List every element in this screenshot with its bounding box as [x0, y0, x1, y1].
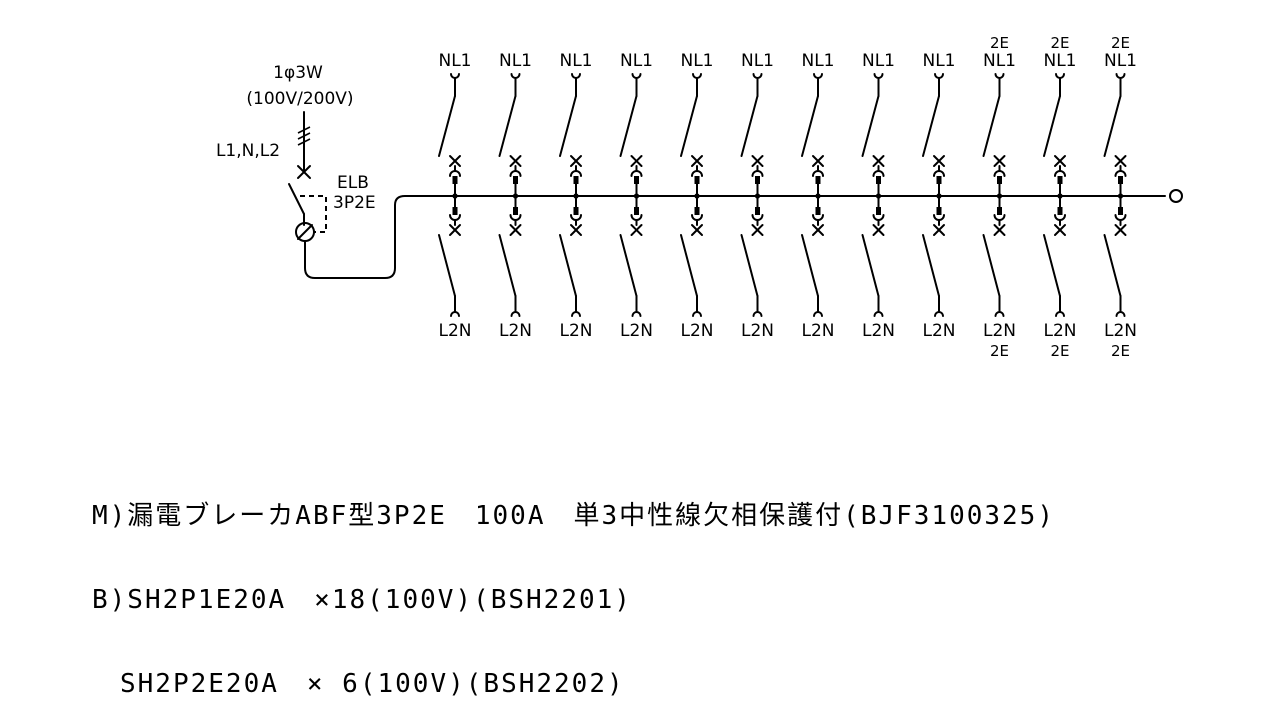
notes-block: M)漏電ブレーカABF型3P2E 100A 単3中性線欠相保護付(BJF3100…: [92, 446, 1055, 726]
branch-circuits: NL1L2NNL1L2NNL1L2NNL1L2NNL1L2NNL1L2NNL1L…: [438, 34, 1137, 360]
branch-top-label: NL1: [620, 51, 653, 71]
branch-upper-breaker: [1043, 73, 1066, 197]
branch-lower-breaker: [922, 195, 945, 317]
branch-top-label: NL1: [801, 51, 834, 71]
branch-lower-breaker: [801, 195, 824, 317]
branch-bottom-label: L2N: [438, 321, 471, 341]
branch-earth-bottom-label: 2E: [1050, 342, 1069, 360]
branch-bottom-label: L2N: [620, 321, 653, 341]
supply-voltage-label: (100V/200V): [246, 89, 353, 109]
branch-top-label: NL1: [922, 51, 955, 71]
branch-lower-breaker: [861, 195, 885, 317]
branch-lower-breaker: [1043, 195, 1066, 317]
branch-lower-breaker: [982, 195, 1006, 317]
branch-upper-breaker: [498, 73, 522, 197]
branch-upper-breaker: [559, 73, 582, 197]
bus-junction: [573, 193, 579, 199]
bus-junction: [936, 193, 942, 199]
branch-bottom-label: L2N: [801, 321, 834, 341]
main-breaker-symbol: [288, 183, 1183, 279]
branch-lower-breaker: [438, 195, 461, 317]
branch-top-label: NL1: [438, 51, 471, 71]
supply-phase-label: 1φ3W: [273, 63, 323, 83]
main-breaker-name: ELB: [337, 173, 369, 193]
branch-earth-bottom-label: 2E: [990, 342, 1009, 360]
branch-upper-breaker: [801, 73, 824, 197]
branch-lower-breaker: [498, 195, 522, 317]
main-breaker-poles: 3P2E: [333, 193, 376, 213]
branch-upper-breaker: [438, 73, 461, 197]
branch-top-label: NL1: [1043, 51, 1076, 71]
branch-bottom-label: L2N: [680, 321, 713, 341]
branch-earth-top-label: 2E: [990, 34, 1009, 52]
branch-bottom-label: L2N: [499, 321, 532, 341]
note-main-breaker: M)漏電ブレーカABF型3P2E 100A 単3中性線欠相保護付(BJF3100…: [92, 501, 1055, 531]
bus-junction: [512, 193, 519, 199]
branch-top-label: NL1: [741, 51, 774, 71]
branch-bottom-label: L2N: [983, 321, 1016, 341]
branch-top-label: NL1: [559, 51, 592, 71]
branch-earth-top-label: 2E: [1111, 34, 1130, 52]
branch-upper-breaker: [922, 73, 945, 197]
bus-junction: [633, 193, 640, 199]
branch-upper-breaker: [619, 73, 643, 197]
branch-lower-breaker: [740, 195, 764, 317]
bus-junction: [875, 193, 882, 199]
branch-earth-top-label: 2E: [1050, 34, 1069, 52]
branch-lower-breaker: [559, 195, 582, 317]
branch-bottom-label: L2N: [922, 321, 955, 341]
branch-top-label: NL1: [983, 51, 1016, 71]
branch-earth-bottom-label: 2E: [1111, 342, 1130, 360]
branch-bottom-label: L2N: [1043, 321, 1076, 341]
branch-upper-breaker: [740, 73, 764, 197]
bus-junction: [996, 193, 1003, 199]
supply-lines-label: L1,N,L2: [216, 141, 280, 161]
note-branch-breakers-1: B)SH2P1E20A ×18(100V)(BSH2201): [92, 585, 632, 615]
bus-junction: [452, 193, 458, 199]
branch-upper-breaker: [861, 73, 885, 197]
branch-top-label: NL1: [862, 51, 895, 71]
bus-junction: [694, 193, 700, 199]
branch-top-label: NL1: [499, 51, 532, 71]
branch-upper-breaker: [680, 73, 703, 197]
branch-bottom-label: L2N: [1104, 321, 1137, 341]
branch-top-label: NL1: [1104, 51, 1137, 71]
bus-junction: [815, 193, 821, 199]
single-line-diagram: 1φ3W (100V/200V) L1,N,L2 ELB 3P2E NL1L2N…: [216, 34, 1183, 360]
branch-upper-breaker: [1103, 73, 1127, 197]
bus-junction: [754, 193, 761, 199]
branch-lower-breaker: [1103, 195, 1127, 317]
branch-bottom-label: L2N: [741, 321, 774, 341]
note-branch-breakers-2: SH2P2E20A × 6(100V)(BSH2202): [92, 669, 625, 699]
branch-upper-breaker: [982, 73, 1006, 197]
bus-junction: [1057, 193, 1063, 199]
branch-bottom-label: L2N: [559, 321, 592, 341]
branch-top-label: NL1: [680, 51, 713, 71]
branch-bottom-label: L2N: [862, 321, 895, 341]
branch-lower-breaker: [619, 195, 643, 317]
bus-junction: [1117, 193, 1124, 199]
branch-lower-breaker: [680, 195, 703, 317]
incoming-feed: [297, 111, 311, 179]
